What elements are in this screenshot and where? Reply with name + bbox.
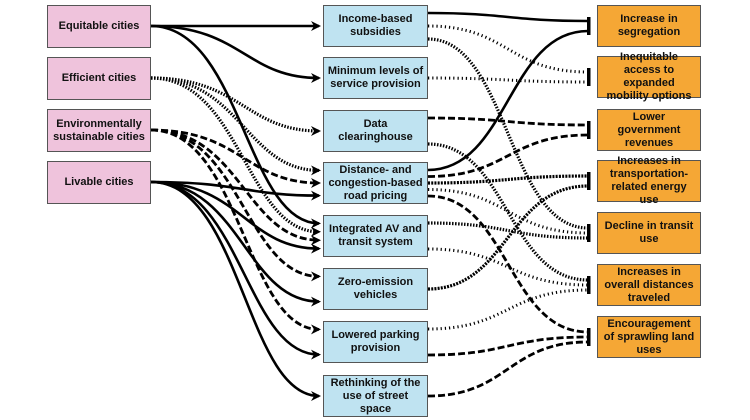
link-environmental-to-zeroemission: [150, 128, 321, 282]
link-livable-to-parking: [150, 180, 321, 360]
outcome-lower-revenues: Lower government revenues: [597, 109, 701, 151]
link-pricing-to-revenues: [427, 133, 589, 178]
policy-data-clearinghouse: Data clearinghouse: [323, 110, 428, 152]
link-pricing-to-energy: [427, 174, 589, 185]
inhibit-bar-icon: [587, 121, 591, 139]
link-integrated-to-transit: [427, 221, 589, 240]
goal-environmentally-sustainable-cities: Environmentally sustainable cities: [47, 109, 151, 152]
policy-label: Integrated AV and transit system: [329, 223, 422, 248]
outcome-sprawl: Encouragement of sprawling land uses: [597, 316, 701, 358]
policy-label: Distance- and congestion-based road pric…: [328, 163, 423, 202]
policy-integrated-av-transit: Integrated AV and transit system: [323, 215, 428, 257]
policy-label: Income-based subsidies: [338, 13, 413, 38]
link-parking-to-distances: [427, 288, 589, 331]
goal-label: Equitable cities: [58, 20, 140, 32]
outcome-energy-use: Increases in transportation-related ener…: [597, 155, 701, 206]
link-income-to-segregation: [427, 11, 589, 23]
link-livable-to-pricing: [150, 180, 321, 201]
link-parking-to-sprawl: [427, 335, 589, 357]
link-environmental-to-pricing: [150, 128, 321, 188]
link-street-to-sprawl: [427, 340, 589, 398]
link-efficient-to-data: [150, 76, 321, 136]
link-data-to-distances: [427, 142, 589, 282]
goal-efficient-cities: Efficient cities: [47, 57, 151, 100]
link-livable-to-street: [150, 180, 321, 401]
policy-label: Lowered parking provision: [331, 329, 420, 354]
goal-label: Environmentally sustainable cities: [53, 117, 145, 143]
outcome-label: Lower government revenues: [617, 110, 681, 149]
policy-lowered-parking: Lowered parking provision: [323, 321, 428, 363]
outcome-inequitable-access: Inequitable access to expanded mobility …: [597, 51, 701, 102]
policy-street-space: Rethinking of the use of street space: [323, 375, 428, 417]
goal-label: Efficient cities: [61, 72, 137, 84]
outcome-label: Increases in overall distances traveled: [604, 265, 694, 304]
inhibit-bar-icon: [587, 172, 591, 190]
link-efficient-to-integrated: [150, 76, 321, 237]
link-minimum-to-inequitable: [427, 76, 589, 84]
goal-livable-cities: Livable cities: [47, 161, 151, 204]
goal-equitable-cities: Equitable cities: [47, 5, 151, 48]
link-environmental-to-parking: [150, 128, 321, 335]
outcome-label: Increase in segregation: [617, 13, 681, 38]
link-zeroemission-to-energy: [427, 184, 589, 291]
outcome-distances-traveled: Increases in overall distances traveled: [597, 264, 701, 306]
link-pricing-to-segregation: [427, 29, 589, 172]
inhibit-bar-icon: [587, 17, 591, 35]
link-integrated-to-distances: [427, 247, 589, 287]
outcome-transit-decline: Decline in transit use: [597, 212, 701, 254]
goal-label: Livable cities: [64, 176, 134, 188]
policy-zero-emission-vehicles: Zero-emission vehicles: [323, 268, 428, 310]
link-data-to-revenues: [427, 116, 589, 127]
policy-label: Rethinking of the use of street space: [330, 376, 421, 415]
link-efficient-to-pricing: [150, 76, 321, 176]
policy-label: Minimum levels of service provision: [327, 65, 424, 90]
link-pricing-to-sprawl: [427, 194, 589, 334]
outcome-label: Increases in transportation-related ener…: [609, 155, 689, 206]
policy-minimum-service: Minimum levels of service provision: [323, 57, 428, 99]
policy-label: Zero-emission vehicles: [337, 276, 414, 301]
link-livable-to-integrated: [150, 180, 321, 254]
outcome-label: Decline in transit use: [604, 220, 694, 245]
policy-label: Data clearinghouse: [338, 118, 413, 143]
inhibit-bar-icon: [587, 276, 591, 294]
link-pricing-to-transit: [427, 188, 589, 235]
link-income-to-transit: [427, 37, 589, 230]
link-equitable-to-minimum: [150, 24, 321, 83]
outcome-segregation: Increase in segregation: [597, 5, 701, 47]
inhibit-bar-icon: [587, 224, 591, 242]
policy-income-based-subsidies: Income-based subsidies: [323, 5, 428, 47]
outcome-label: Encouragement of sprawling land uses: [603, 317, 695, 356]
link-livable-to-zeroemission: [150, 180, 321, 307]
inhibit-bar-icon: [587, 328, 591, 346]
link-income-to-inequitable: [427, 24, 589, 74]
inhibit-bar-icon: [587, 68, 591, 86]
outcome-label: Inequitable access to expanded mobility …: [606, 51, 692, 102]
policy-road-pricing: Distance- and congestion-based road pric…: [323, 162, 428, 204]
